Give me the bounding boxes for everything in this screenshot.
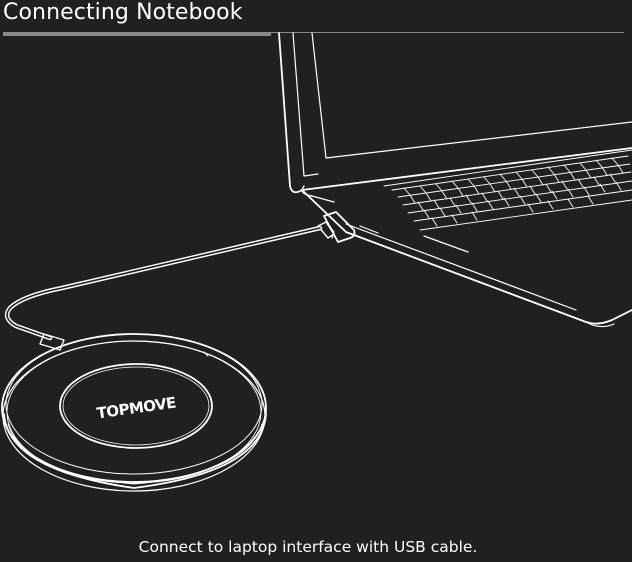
title-underline	[271, 32, 624, 33]
title-underline-accent	[3, 32, 271, 36]
usb-plug-illustration	[317, 211, 356, 243]
charger-brand-logo: TOPMOVE	[96, 393, 178, 422]
wireless-charger-illustration	[1, 333, 267, 492]
page-title: Connecting Notebook	[3, 0, 243, 25]
usb-cable-illustration	[4, 225, 323, 341]
laptop-illustration	[278, 32, 632, 328]
instruction-caption: Connect to laptop interface with USB cab…	[138, 538, 478, 556]
keyboard-illustration	[383, 149, 632, 231]
